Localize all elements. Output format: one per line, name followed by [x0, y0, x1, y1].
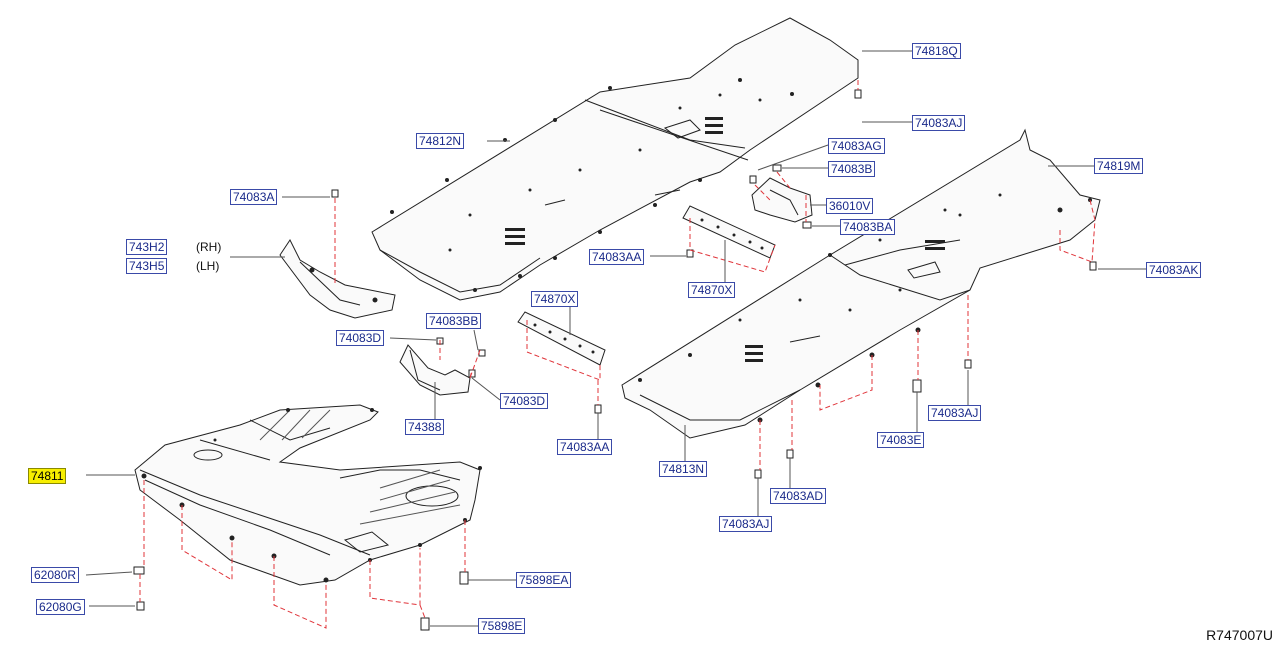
label-74870X-a[interactable]: 74870X [531, 291, 579, 307]
label-74083AJ-mid[interactable]: 74083AJ [928, 405, 982, 421]
label-74811-highlighted[interactable]: 74811 [28, 468, 67, 484]
label-74819M[interactable]: 74819M [1094, 158, 1144, 174]
label-74813N[interactable]: 74813N [659, 461, 708, 477]
panel-74811 [134, 404, 482, 586]
label-74083AG[interactable]: 74083AG [828, 138, 885, 154]
label-74083D-b[interactable]: 74083D [500, 393, 549, 409]
label-36010V[interactable]: 36010V [826, 198, 874, 214]
side-rh: (RH) [196, 240, 222, 254]
label-74083AJ-bot[interactable]: 74083AJ [719, 516, 773, 532]
label-74083AD[interactable]: 74083AD [770, 488, 827, 504]
label-74083E[interactable]: 74083E [877, 432, 925, 448]
label-74083AK[interactable]: 74083AK [1146, 262, 1202, 278]
label-74083A[interactable]: 74083A [230, 189, 278, 205]
label-74388[interactable]: 74388 [405, 419, 445, 435]
label-74083AA-a[interactable]: 74083AA [589, 249, 645, 265]
label-74083AJ-top[interactable]: 74083AJ [912, 115, 966, 131]
label-75898EA[interactable]: 75898EA [516, 572, 572, 588]
label-74083BB[interactable]: 74083BB [426, 313, 482, 329]
label-74083D-a[interactable]: 74083D [336, 330, 385, 346]
side-lh: (LH) [196, 259, 220, 273]
label-74818Q[interactable]: 74818Q [912, 43, 961, 59]
alignment-lines [139, 80, 1096, 629]
figure-code: R747007U [1206, 627, 1273, 643]
panel-74812N [371, 17, 859, 301]
label-74870X-b[interactable]: 74870X [688, 282, 736, 298]
bracket-36010V [751, 177, 813, 223]
bracket-743H2 [279, 239, 396, 319]
label-62080G[interactable]: 62080G [36, 599, 85, 615]
label-74083BA[interactable]: 74083BA [840, 219, 896, 235]
label-62080R[interactable]: 62080R [31, 567, 80, 583]
label-743H2[interactable]: 743H2 [126, 239, 168, 255]
label-74083AA-b[interactable]: 74083AA [557, 439, 613, 455]
rail-74870X-right [682, 205, 776, 259]
label-74083B[interactable]: 74083B [828, 161, 876, 177]
rail-74870X-center [517, 311, 606, 366]
label-75898E[interactable]: 75898E [478, 618, 526, 634]
bracket-74388 [399, 344, 471, 396]
leader-lines [85, 50, 1146, 627]
panel-74813N [621, 128, 1101, 439]
label-743H5[interactable]: 743H5 [126, 258, 168, 274]
label-74812N[interactable]: 74812N [416, 133, 465, 149]
